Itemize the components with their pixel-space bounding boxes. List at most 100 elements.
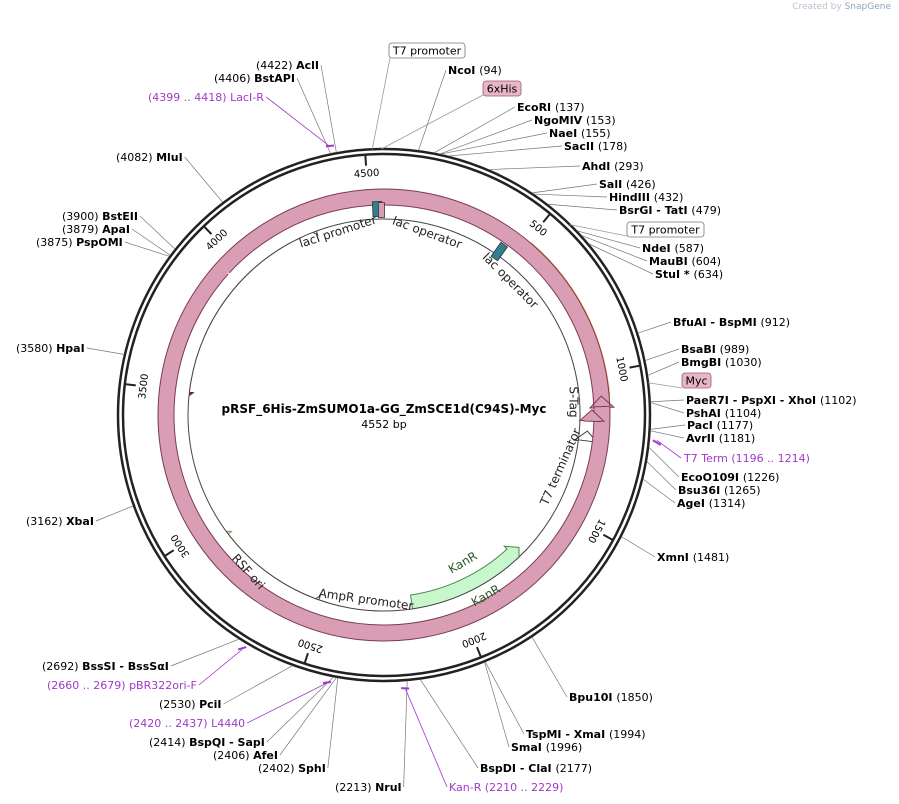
primer-name: pBR322ori-F [129,679,197,692]
site-sali[interactable]: SalI (426) [532,178,656,194]
site-maubi[interactable]: MauBI (604) [581,235,721,268]
site-ecori[interactable]: EcoRI (137) [434,101,585,154]
site-bspdi[interactable]: BspDI - ClaI (2177) [420,679,592,775]
site-eco0109i[interactable]: EcoO109I (1226) [648,447,779,484]
site-name: HindIII [609,191,654,204]
site-leader [434,106,516,154]
site-label: EcoRI (137) [517,101,585,114]
site-leader [650,399,685,403]
site-position: (1177) [717,419,754,432]
site-leader [279,677,337,756]
site-paci[interactable]: PacI (1177) [650,419,754,432]
site-label: PacI (1177) [687,419,753,432]
site-ngomiv[interactable]: NgoMIV (153) [439,114,616,155]
site-name: NaeI [549,127,581,140]
site-sacii[interactable]: SacII (178) [448,140,628,157]
site-bsssi[interactable]: (2692) BssSI - BssSαI [42,638,240,673]
site-label: (2414) BspQI - SapI [149,736,265,749]
tick-mark [203,226,213,235]
site-leader [170,638,240,667]
t7-promoter-top-box[interactable] [388,42,466,59]
site-leader [547,203,618,211]
primer-range: (1196 .. 1214) [731,452,810,465]
site-bspqi[interactable]: (2414) BspQI - SapI [149,676,334,749]
site-bsu36i[interactable]: Bsu36I (1265) [646,461,761,497]
primer-name: T7 Term [683,452,731,465]
site-name: HpaI [56,342,85,355]
snapgene-logo: SnapGene [844,2,891,12]
site-naei[interactable]: NaeI (155) [440,127,611,155]
site-nrui[interactable]: (2213) NruI [335,680,408,794]
site-agei[interactable]: AgeI (1314) [642,478,745,510]
site-pshai[interactable]: PshAI (1104) [650,402,762,420]
site-leader [440,132,548,155]
site-bsabi[interactable]: BsaBI (989) [645,343,750,361]
site-bfuai[interactable]: BfuAI - BspMI (912) [638,316,790,334]
primer-kanr[interactable]: Kan-R (2210 .. 2229) [401,687,564,794]
site-name: BssSI - BssSαI [82,660,169,673]
primer-pbr322[interactable]: (2660 .. 2679) pBR322ori-F [47,646,247,692]
t7-promoter-top-label: T7 promoter [392,45,462,58]
site-pcii[interactable]: (2530) PciI [159,665,293,711]
site-hindiii[interactable]: HindIII (432) [533,191,683,204]
site-ndei[interactable]: NdeI (587) [577,230,704,255]
site-acli[interactable]: (4422) AclI [256,59,337,153]
site-avrii[interactable]: AvrII (1181) [650,430,756,445]
site-mlui[interactable]: (4082) MluI [116,151,223,203]
site-leader [577,230,641,249]
plasmid-name: pRSF_6His-ZmSUMO1a-GG_ZmSCE1d(C94S)-Myc [222,402,547,417]
site-leader [646,461,677,491]
site-bpu10i[interactable]: Bpu10I (1850) [531,636,653,704]
site-xmni[interactable]: XmnI (1481) [621,536,730,564]
sixhis-box[interactable] [482,80,522,97]
site-position: (989) [720,343,750,356]
site-leader [650,402,685,414]
site-apai[interactable]: (3879) ApaI [62,223,171,256]
snapgene-watermark: Created by SnapGene [792,2,891,12]
s-tag-arrow-2[interactable] [578,409,606,423]
site-stui[interactable]: StuI * (634) [588,243,724,281]
s-tag-arrow-1[interactable] [157,188,616,642]
site-label: NaeI (155) [549,127,611,140]
primer-laci-r[interactable]: (4399 .. 4418) LacI-R [148,91,335,148]
site-tspmi[interactable]: TspMI - XmaI (1994) [485,661,646,741]
site-xbai[interactable]: (3162) XbaI [26,505,134,528]
site-leader [320,64,337,153]
tick-mark [476,646,482,657]
primer-leader [656,439,682,459]
site-position: (587) [674,242,704,255]
primer-range: (2210 .. 2229) [485,781,564,794]
site-position: (634) [694,268,724,281]
site-sphi[interactable]: (2402) SphI [258,677,339,775]
label-leader [647,382,683,389]
6xhis-box[interactable] [377,202,385,218]
primer-l4440[interactable]: (2420 .. 2437) L4440 [129,681,332,730]
site-ncoi[interactable]: NcoI (94) [418,64,502,151]
primer-t7term[interactable]: T7 Term (1196 .. 1214) [652,439,810,465]
site-bstapi[interactable]: (4406) BstAPI [214,72,331,154]
site-hpai[interactable]: (3580) HpaI [16,342,125,355]
kanr-label-inner: KanR [446,549,480,577]
site-bsteii[interactable]: (3900) BstEII [62,210,176,250]
site-afei[interactable]: (2406) AfeI [213,677,337,762]
lac-operator-box-2[interactable] [490,241,508,262]
site-bsrgi[interactable]: BsrGI - TatI (479) [547,203,721,217]
site-smai[interactable]: SmaI (1996) [484,662,583,754]
tick-label: 2000 [460,629,488,649]
tick-mark [602,533,613,541]
site-position: (426) [626,178,656,191]
site-position: (2414) [149,736,189,749]
site-name: BspDI - ClaI [480,762,555,775]
site-label: TspMI - XmaI (1994) [526,728,646,741]
myc-box[interactable] [681,372,712,389]
site-bmgbi[interactable]: BmgBI (1030) [647,356,762,376]
site-name: AclI [296,59,319,72]
site-pspomi[interactable]: (3875) PspOMI [36,236,170,257]
t7-promoter-right-box[interactable] [626,221,705,238]
site-ahdi[interactable]: AhdI (293) [489,160,644,173]
site-position: (479) [691,204,721,217]
site-label: PshAI (1104) [686,407,761,420]
site-paer7i[interactable]: PaeR7I - PspXI - XhoI (1102) [650,394,857,407]
primer-name: Kan-R [449,781,485,794]
site-label: HindIII (432) [609,191,683,204]
